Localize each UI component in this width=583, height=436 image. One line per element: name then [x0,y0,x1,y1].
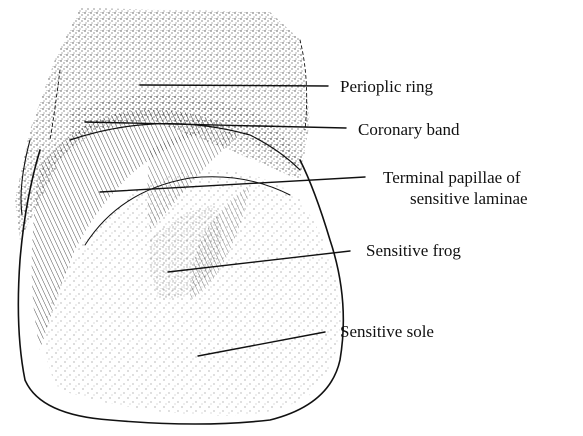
label-sensitive-frog: Sensitive frog [366,241,461,260]
label-terminal-papillae-line2: sensitive laminae [410,189,528,208]
labels: Perioplic ring Coronary band Terminal pa… [340,77,528,341]
label-coronary-band: Coronary band [358,120,460,139]
label-perioplic-ring: Perioplic ring [340,77,434,96]
label-terminal-papillae-line1: Terminal papillae of [383,168,521,187]
label-sensitive-sole: Sensitive sole [340,322,434,341]
leader-perioplic-ring [140,85,328,86]
